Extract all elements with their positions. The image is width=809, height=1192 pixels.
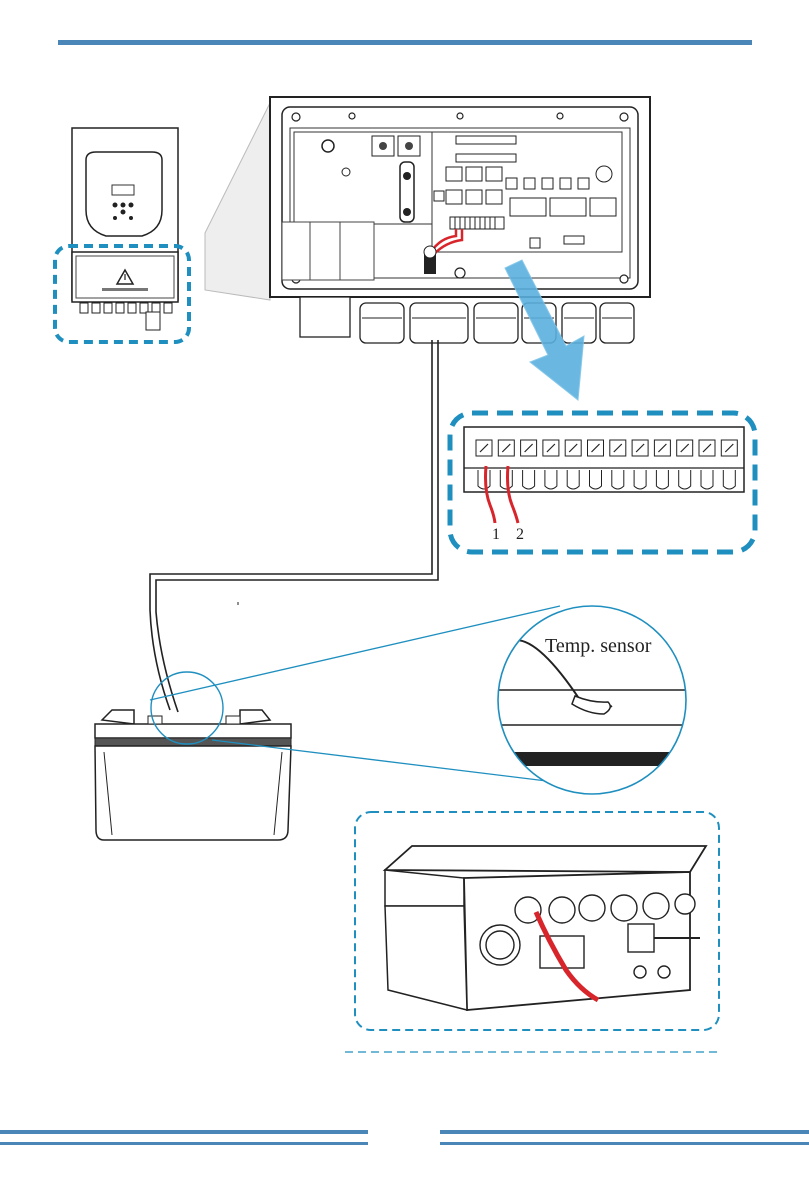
- terminal-pin-2-label: 2: [516, 526, 524, 544]
- sensor-zoom-view: [496, 600, 690, 800]
- wiring-compartment: [270, 97, 650, 343]
- terminal-pin-1-label: 1: [492, 526, 500, 544]
- sensor-cable: [150, 340, 432, 710]
- temp-sensor-label: Temp. sensor: [545, 635, 651, 658]
- terminal-block: [464, 427, 744, 492]
- battery-icon: [95, 710, 291, 840]
- enclosure-box: [385, 846, 706, 1010]
- inverter-unit-icon: [72, 128, 178, 330]
